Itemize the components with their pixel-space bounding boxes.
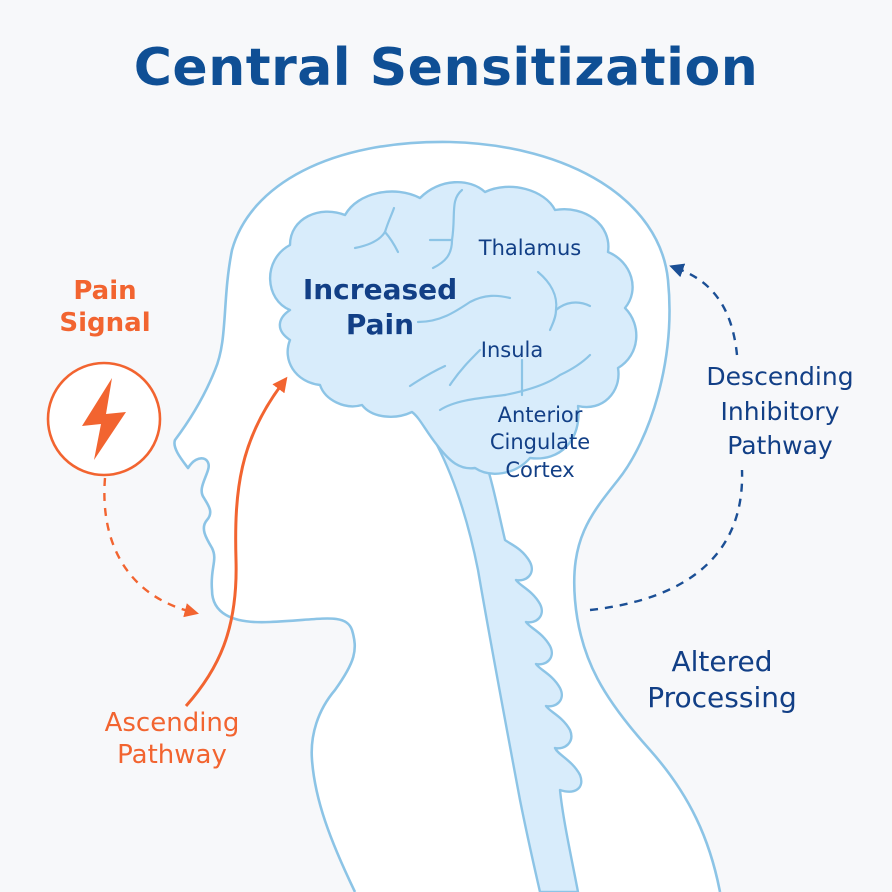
altered-label-line: Processing	[647, 680, 797, 714]
pain-signal-label: Pain Signal	[40, 276, 170, 339]
increased-pain-label: Increased Pain	[290, 272, 470, 342]
ascending-pathway-arrow	[184, 376, 288, 707]
acc-label-line: Cortex	[505, 457, 575, 482]
pain-signal-arrow	[103, 477, 199, 618]
brain-folds	[353, 188, 592, 412]
ascending-pathway-label: Ascending Pathway	[82, 708, 262, 771]
descending-label-line: Descending	[706, 362, 854, 391]
thalamus-label: Thalamus	[478, 236, 582, 260]
insula-label: Insula	[480, 338, 544, 362]
spinal-cord	[435, 443, 583, 892]
anterior-cingulate-cortex-label: Anterior Cingulate Cortex	[480, 402, 600, 484]
increased-pain-label-line: Pain	[345, 308, 415, 341]
descending-label-line: Inhibitory	[720, 396, 840, 426]
lightning-bolt-icon	[82, 378, 126, 460]
acc-label-line: Anterior	[497, 403, 583, 427]
descending-label-line: Pathway	[727, 431, 833, 460]
acc-label-line: Cingulate	[489, 430, 591, 455]
pain-signal-label-line: Signal	[59, 307, 151, 338]
page-title: Central Sensitization	[133, 38, 759, 98]
ascending-label-line: Ascending	[104, 708, 240, 738]
altered-processing-label: Altered Processing	[622, 644, 822, 715]
increased-pain-label-line: Increased	[302, 273, 458, 306]
brain	[268, 180, 638, 475]
descending-pathway-arrow	[589, 268, 744, 612]
descending-inhibitory-pathway-label: Descending Inhibitory Pathway	[690, 360, 870, 464]
pain-signal-label-line: Pain	[73, 276, 137, 306]
altered-label-line: Altered	[671, 645, 773, 678]
ascending-label-line: Pathway	[117, 739, 227, 770]
